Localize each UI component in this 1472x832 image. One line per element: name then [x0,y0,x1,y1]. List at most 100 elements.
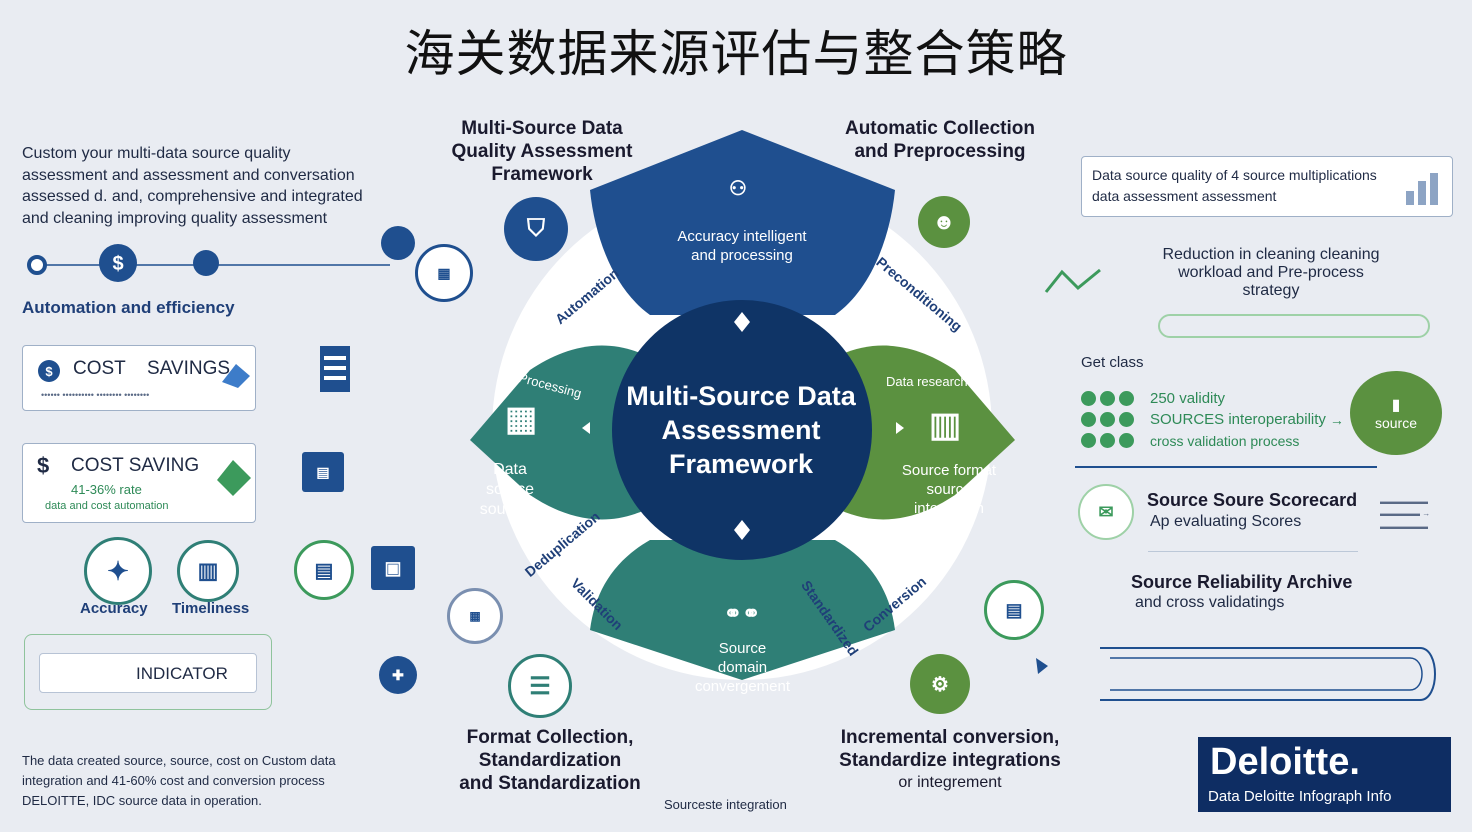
badge-label: source [1374,415,1418,431]
footer-line: integration and 41-60% cost and conversi… [22,773,325,789]
bar-chart-icon [1406,173,1438,205]
seg-line: Source format [901,462,997,479]
ring-label: Data research [886,374,968,389]
reduction-line: workload and Pre-process strategy [1178,264,1364,299]
diamond-icon [217,460,251,496]
cost-saving-card[interactable]: $ COST SAVINGS •••••• •••••••••• •••••••… [22,345,256,411]
network-icon: ⚇ [729,177,747,200]
scorecard-notes: ▬▬▬▬▬▬▬▬▬▬▬ →▬▬▬▬▬▬ [1380,497,1431,531]
database-icon: ▦ [415,244,473,302]
seg-line: source [485,481,535,498]
seg-line: convergement [694,677,791,695]
intro-line: assessment and assessment and conversati… [22,166,355,184]
footer-line: DELOITTE, IDC source data in operation. [22,793,262,809]
cost-saving-rate: 41-36% rate [71,482,142,497]
calendar-icon: ▣ [371,546,415,590]
scorecard-sub: Ap evaluating Scores [1150,513,1302,530]
pipeline-icon [1044,268,1101,293]
gauge-icon: ▦ [447,588,503,644]
cost-sub: •••••• •••••••••• •••••••• •••••••• [41,390,150,400]
document-icon: ▤ [302,452,344,492]
cost-saving-label: COST SAVING [71,455,200,476]
heading-line: or integrement [898,773,1002,791]
flow-loop [1036,647,1436,701]
seg-line: Data [493,461,527,478]
timeliness-label: Timeliness [172,600,250,617]
segment-left [470,345,645,520]
seg-line: and processing [691,246,793,264]
dollar-icon: $ [37,453,50,478]
source-quality-card[interactable]: Data source quality of 4 source multipli… [1081,156,1453,217]
heading-line: Standardization [478,749,622,771]
indicator-box[interactable]: INDICATOR [39,653,257,693]
heading-line: Quality Assessment [451,140,633,162]
timeliness-icon: ▥ [177,540,239,602]
heading-line: Standardize integrations [839,749,1061,771]
segment-bottom-label: Source domain convergement [670,640,815,696]
heading-format-collection: Format Collection, Standardization and S… [440,727,660,795]
heading-incremental: Incremental conversion, Standardize inte… [820,727,1080,792]
stat-row: 250 validity [1081,388,1344,409]
cost-saving-sub: data and cost automation [45,500,169,512]
reduction-line: Reduction in cleaning cleaning [1162,246,1380,263]
archive-sub: and cross validatings [1135,594,1285,611]
stat-text: cross validation process [1150,432,1300,449]
brand-sub: Data Deloitte Infograph Info [1208,788,1392,805]
stat-row: cross validation process [1081,430,1344,451]
info-icon: $ [38,360,60,382]
seg-line: integration [913,499,985,517]
segment-right-label: Source format source integration [884,462,1014,518]
seg-line: domain [717,658,768,676]
heading-line: Framework [491,163,593,185]
stats-icon: ▤ [294,540,354,600]
link-icon: ⚭⚭ [723,601,761,626]
building-grid-icon: ▦ [504,400,538,438]
automation-timeline: $ [27,226,415,282]
archive-heading: Source Reliability Archive [1131,572,1353,592]
segment-left-label: Data source sourcing [460,460,560,520]
seg-line: Accuracy intelligent [677,228,807,245]
accuracy-icon: ✦ [84,537,152,605]
source-quality-line2: data assessment assessment [1092,188,1277,204]
divider [1075,466,1377,468]
table-icon: ▥ [928,406,962,444]
heading-automatic-collection: Automatic Collection and Preprocessing [830,118,1050,164]
heading-line: Format Collection, [466,727,634,748]
intro-line: Custom your multi-data source quality [22,145,291,162]
scorecard-icon: ✉ [1078,484,1134,540]
scorecard-heading: Source Soure Scorecard [1147,490,1358,510]
source-quality-line1: Data source quality of 4 source multipli… [1092,167,1377,183]
integration-icon: ⚙ [910,654,970,714]
page-title: 海关数据来源评估与整合策略 [404,25,1068,83]
progress-track [1158,314,1430,338]
stack-icon [320,346,350,392]
heading-line: and Preprocessing [854,140,1026,162]
stat-text: SOURCES interoperability [1150,411,1326,428]
users-icon: ☻ [918,196,970,248]
seg-line: sourcing [479,501,541,518]
hub-center-title: Multi-Source Data Assessment Framework [611,380,871,481]
dollar-icon [99,244,137,282]
stat-row: SOURCES interoperability → [1081,409,1344,430]
arrow-chart-icon [222,364,250,388]
server-icon: ▤ [984,580,1044,640]
cost-saving-rate-card[interactable]: $ COST SAVING 41-36% rate data and cost … [22,443,256,523]
hub-diagram [470,130,1015,680]
automation-label: Automation and efficiency [22,298,235,317]
building-icon [381,226,415,260]
hub-center-line: Framework [668,448,814,479]
accuracy-label: Accuracy [80,600,148,617]
segment-top [590,130,895,315]
heading-line: Multi-Source Data [461,118,623,139]
indicator-panel: INDICATOR [24,634,272,710]
divider [1148,551,1358,552]
segment-bottom [590,540,895,680]
timeline-start-icon [27,255,47,275]
footer-line: The data created source, source, cost on… [22,753,336,768]
stat-text: 250 validity [1150,390,1226,407]
saving-label: SAVINGS [147,358,231,379]
hub-caption: Sourceste integration [664,797,787,812]
segment-right [840,345,1015,520]
chart-icon [193,250,219,276]
svg-text:$: $ [112,253,123,275]
